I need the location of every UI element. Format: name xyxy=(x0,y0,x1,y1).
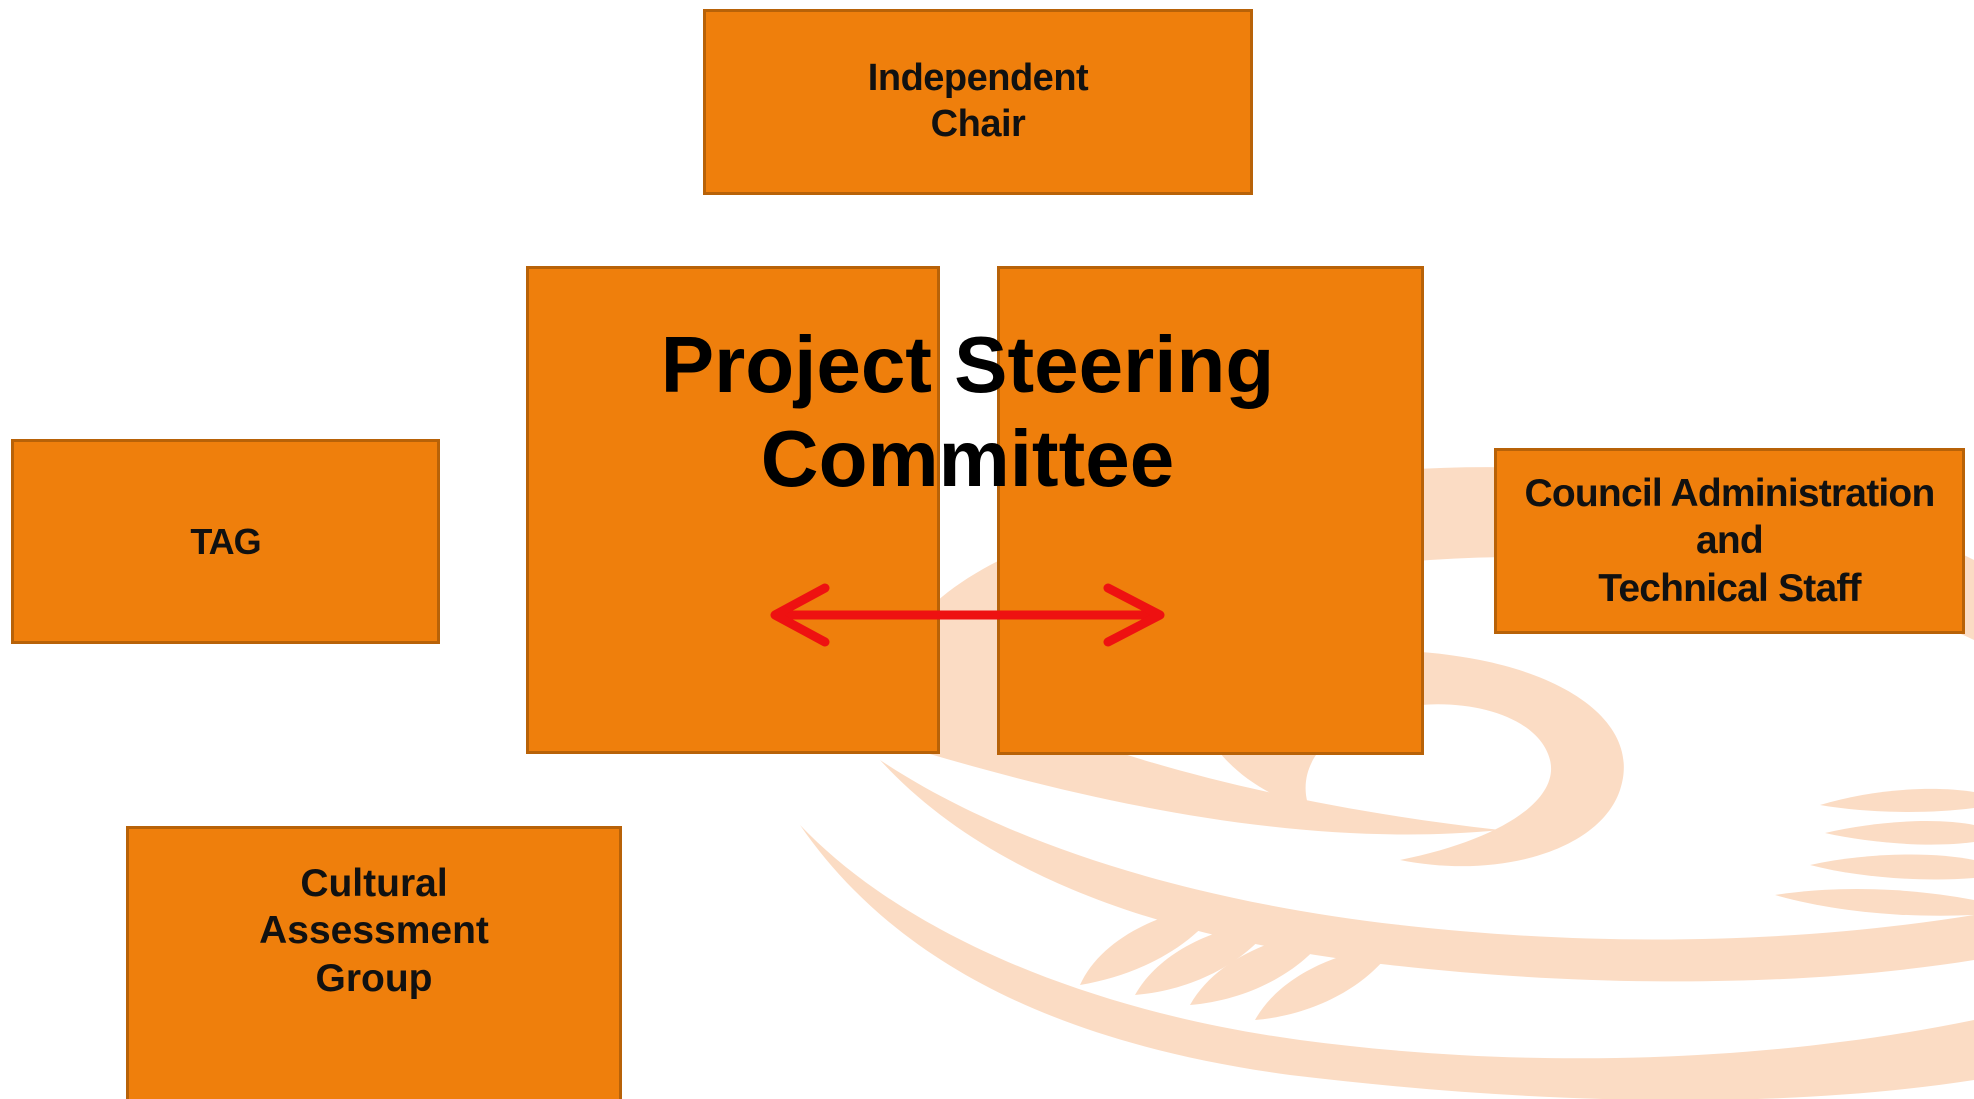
steering-committee-left-panel xyxy=(526,266,940,754)
tag-label: TAG xyxy=(190,520,261,562)
tag-box: TAG xyxy=(11,439,440,644)
independent-chair-box: Independent Chair xyxy=(703,9,1253,195)
cultural-assessment-label: Cultural Assessment Group xyxy=(259,861,489,1000)
independent-chair-label: Independent Chair xyxy=(867,57,1089,145)
cultural-assessment-box: Cultural Assessment Group xyxy=(126,826,622,1099)
steering-committee-right-panel xyxy=(997,266,1424,755)
steering-committee-title: Project Steering Committee xyxy=(660,320,1275,503)
council-administration-box: Council Administration and Technical Sta… xyxy=(1494,448,1965,634)
council-administration-label: Council Administration and Technical Sta… xyxy=(1524,471,1936,610)
